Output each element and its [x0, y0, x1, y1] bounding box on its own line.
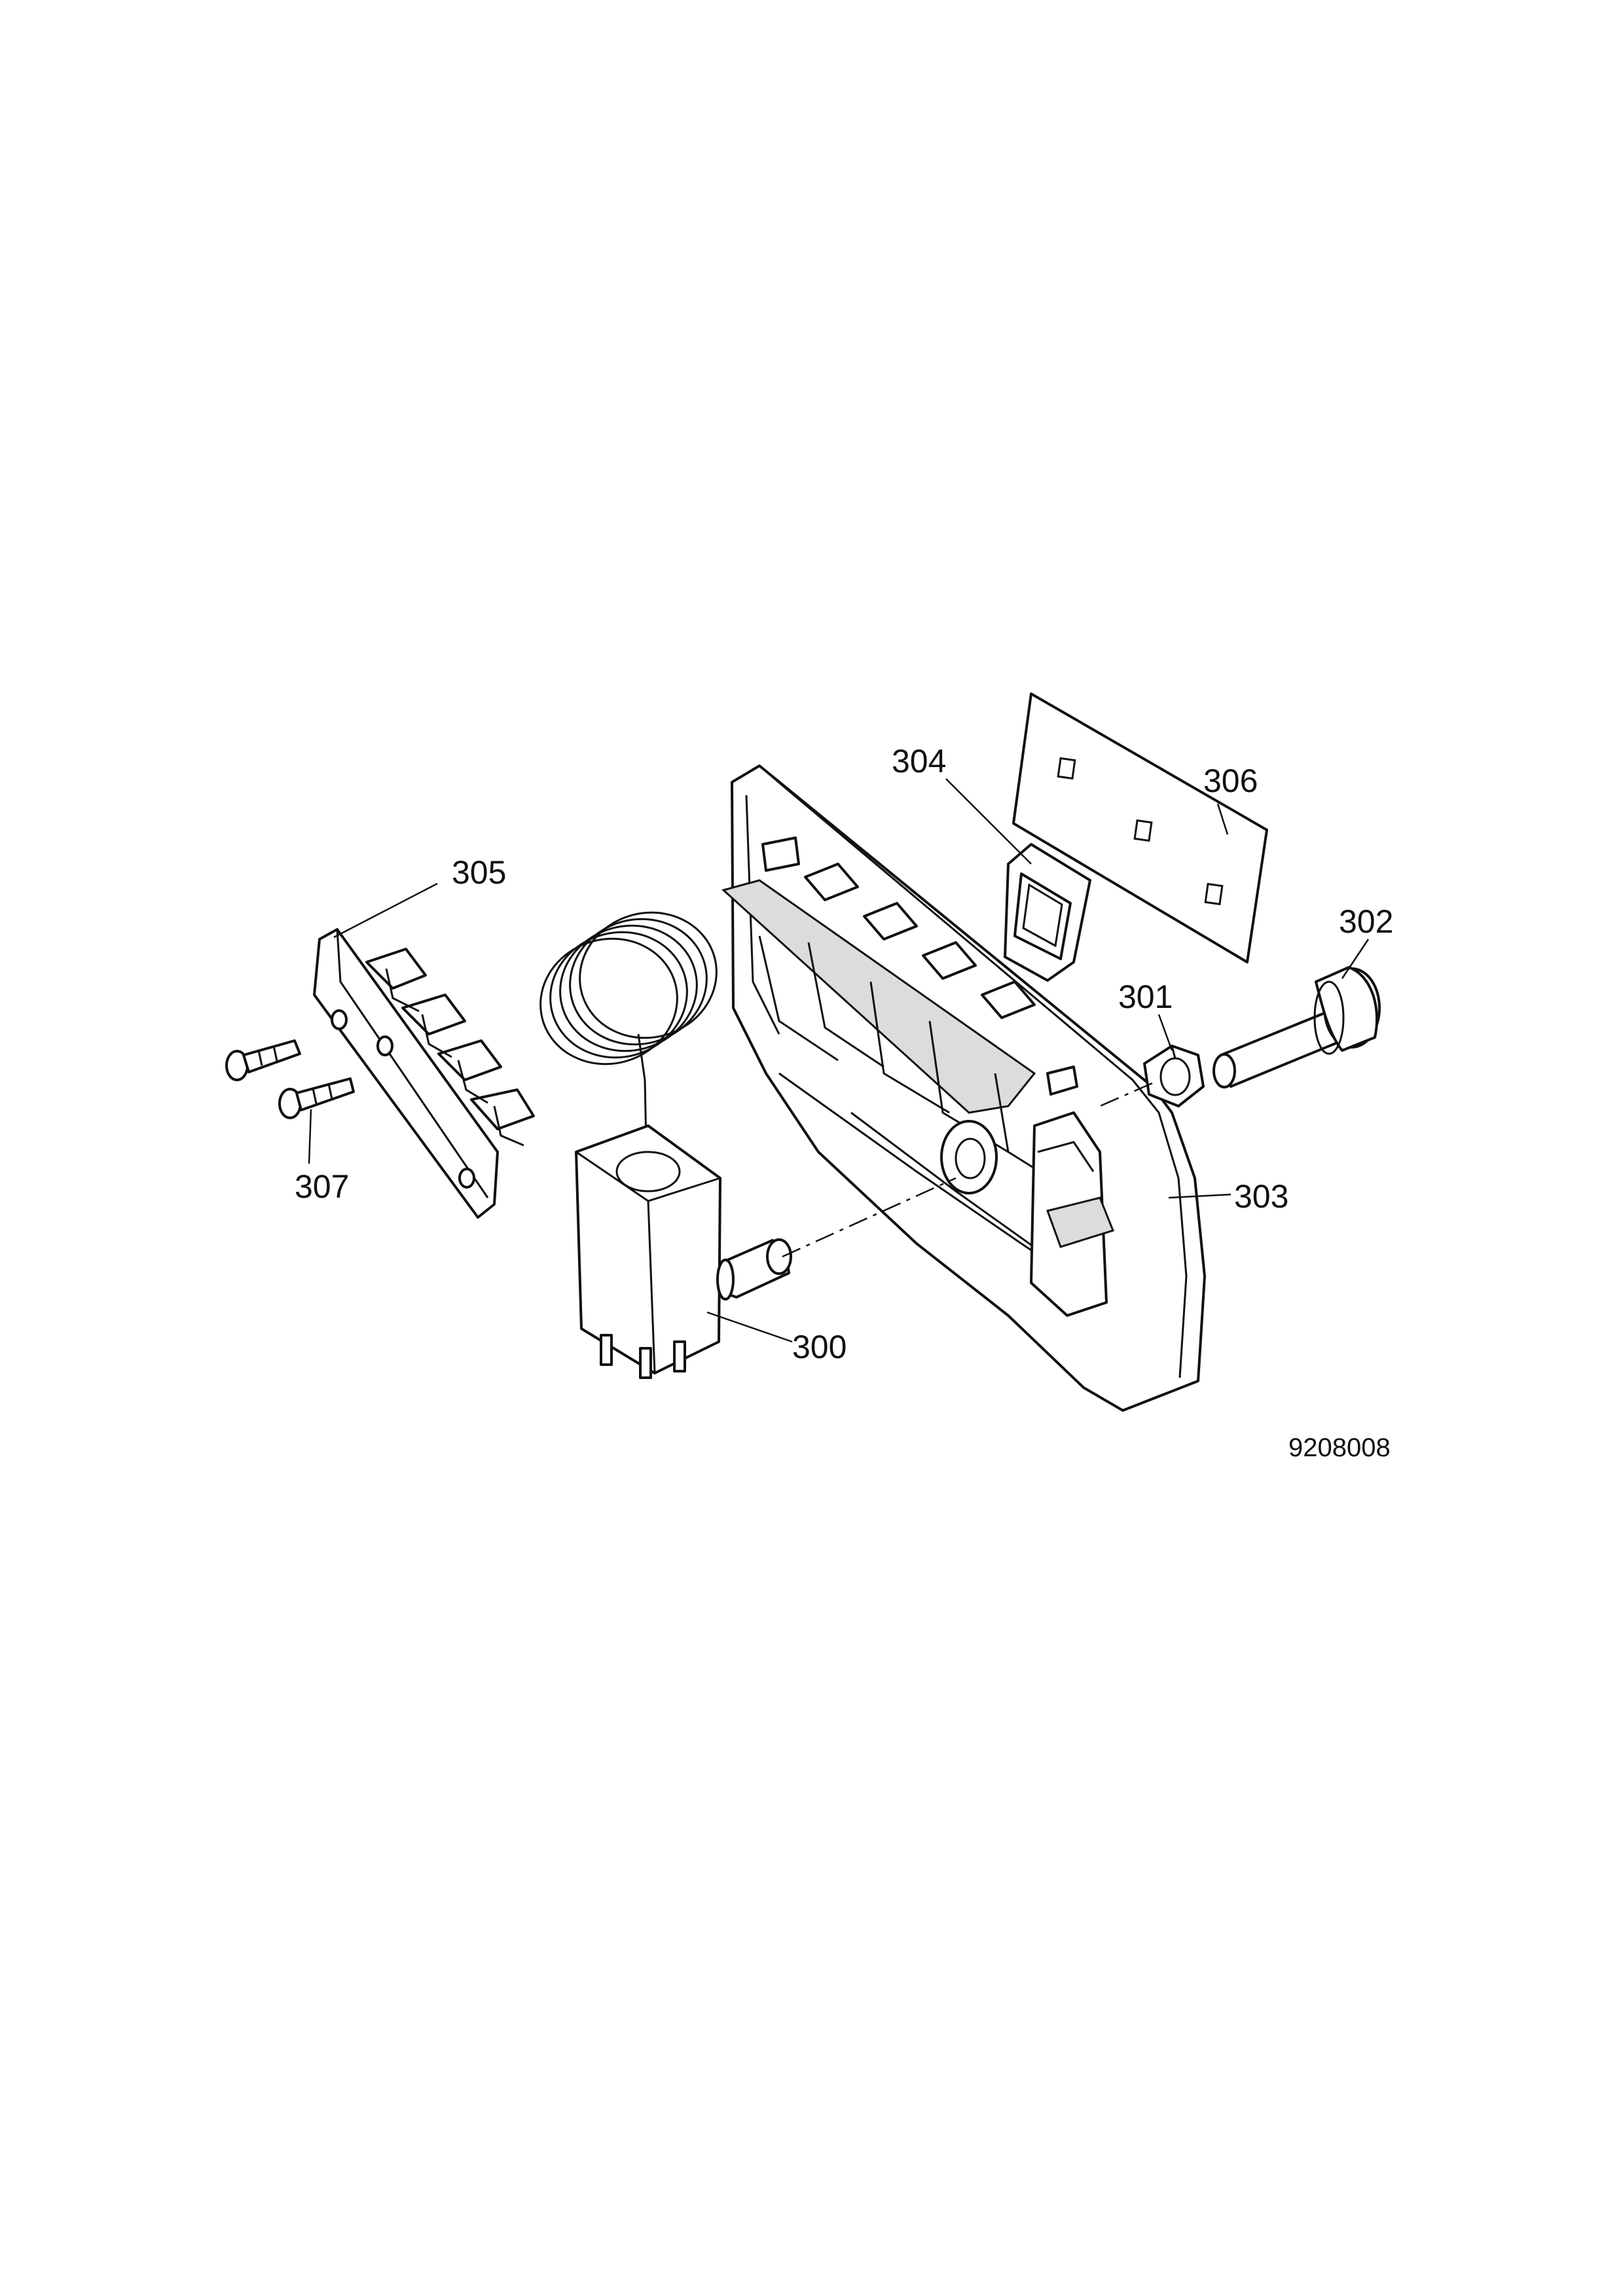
leader-307 — [308, 1109, 312, 1164]
label-305: 305 — [452, 854, 506, 891]
part-306-strip — [1012, 692, 1268, 963]
label-304: 304 — [892, 743, 946, 780]
part-305-switch-plate — [313, 928, 535, 1219]
leader-302 — [1341, 939, 1370, 979]
label-302: 302 — [1339, 903, 1393, 940]
label-301: 301 — [1118, 978, 1173, 1015]
label-303: 303 — [1234, 1178, 1288, 1215]
leader-300 — [706, 1311, 793, 1343]
part-304-button — [1004, 843, 1091, 982]
drawing-number: 9208008 — [1288, 1433, 1391, 1462]
part-307-screws — [225, 1039, 355, 1119]
leader-305 — [333, 882, 438, 939]
part-301-nut — [1143, 1045, 1205, 1107]
leader-304 — [945, 778, 1032, 865]
label-300: 300 — [792, 1329, 847, 1365]
part-300-thermostat — [539, 911, 792, 1379]
part-302-knob — [1213, 966, 1381, 1088]
label-306: 306 — [1203, 762, 1258, 799]
leader-303 — [1168, 1193, 1231, 1199]
axis-knob — [1099, 1082, 1153, 1107]
leader-301 — [1158, 1014, 1173, 1051]
label-307: 307 — [295, 1168, 349, 1205]
axis-thermostat — [782, 1177, 957, 1258]
leader-306 — [1216, 803, 1229, 835]
